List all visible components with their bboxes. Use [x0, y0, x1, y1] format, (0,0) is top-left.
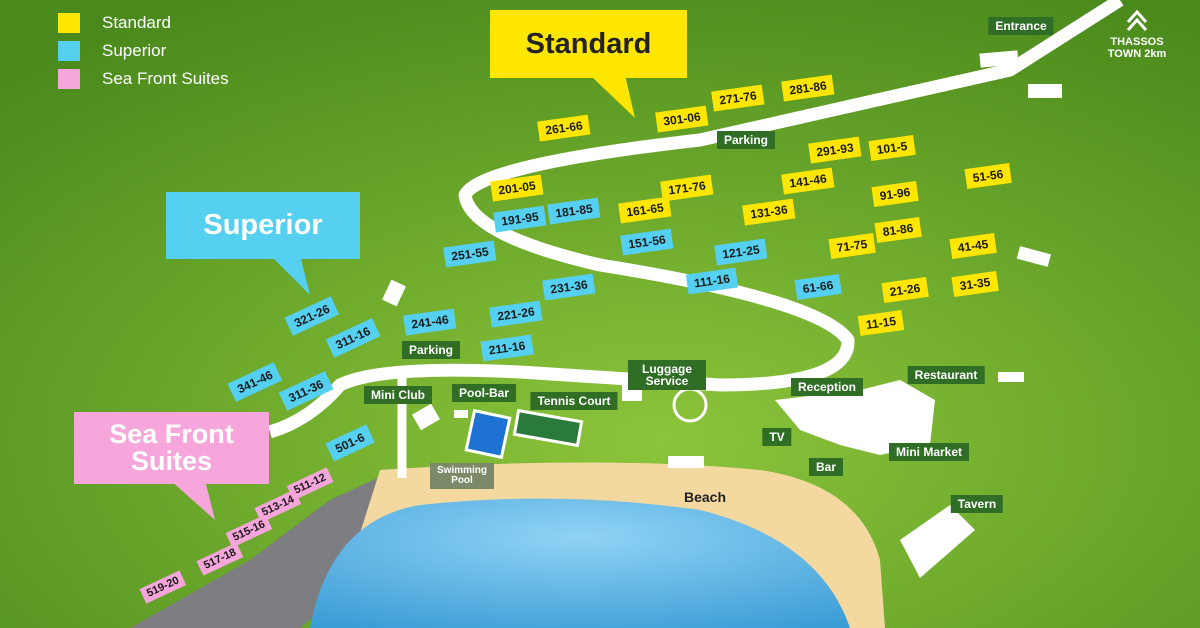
facility-swimming-pool[interactable]: Swimming Pool [430, 463, 494, 489]
town-line2: TOWN 2km [1107, 48, 1167, 61]
facility-tennis-court[interactable]: Tennis Court [530, 392, 618, 410]
facility-tavern[interactable]: Tavern [950, 495, 1004, 513]
facility-entrance[interactable]: Entrance [988, 17, 1054, 35]
facility-restaurant[interactable]: Restaurant [907, 366, 985, 384]
legend-standard: Standard [58, 13, 171, 33]
direction-arrow-icon [1126, 9, 1148, 32]
legend-swatch [58, 69, 80, 89]
main-road [268, 0, 1124, 439]
sea [310, 498, 850, 628]
legend-label: Standard [102, 13, 171, 32]
legend-swatch [58, 13, 80, 33]
legend-sea-front: Sea Front Suites [58, 69, 229, 89]
facility-luggage-service[interactable]: Luggage Service [628, 360, 706, 390]
facility-bar[interactable]: Bar [808, 458, 844, 476]
facility-pool-bar[interactable]: Pool-Bar [451, 384, 517, 402]
legend-label: Sea Front Suites [102, 69, 229, 88]
town-line1: THASSOS [1110, 36, 1164, 48]
callout-sea-front: Sea Front Suites [74, 412, 269, 484]
rocky-coast [130, 470, 420, 628]
facility-mini-market[interactable]: Mini Market [888, 443, 970, 461]
beach-label: Beach [683, 489, 727, 505]
facility-reception[interactable]: Reception [790, 378, 864, 396]
facility-parking[interactable]: Parking [716, 131, 776, 149]
facility-parking[interactable]: Parking [401, 341, 461, 359]
legend-swatch [58, 41, 80, 61]
callout-standard: Standard [490, 10, 687, 78]
callout-superior: Superior [166, 192, 360, 259]
facility-tv[interactable]: TV [762, 428, 792, 446]
facility-mini-club[interactable]: Mini Club [364, 386, 432, 404]
legend-label: Superior [102, 41, 167, 60]
legend-superior: Superior [58, 41, 166, 61]
